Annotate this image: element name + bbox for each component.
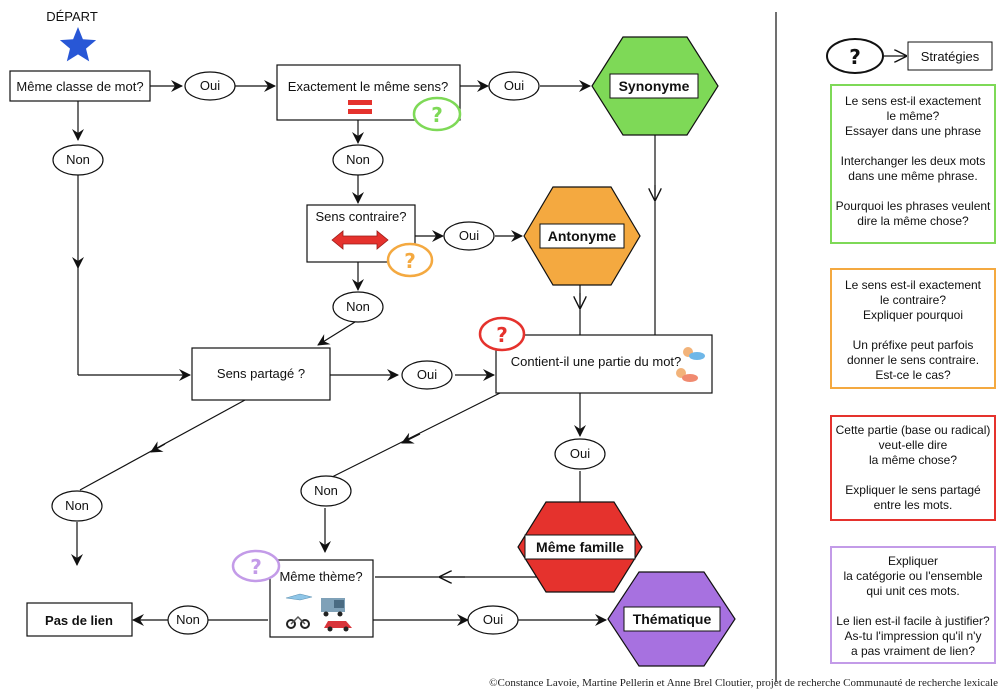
answer-yes-3-label: Oui [459,228,479,243]
result-synonym: Synonyme [591,36,719,136]
start-label: DÉPART [46,9,98,24]
node-shared-label: Sens partagé ? [217,366,305,381]
answer-yes-5: Oui [554,438,606,470]
strategy-panel-green: Le sens est-il exactement le même? Essay… [830,84,996,244]
answer-yes-6: Oui [467,605,519,635]
answer-no-2-label: Non [346,152,370,167]
strategy-orange-1: Le sens est-il exactement le contraire? … [844,278,982,322]
vehicles-icon [285,593,352,632]
strategy-green-1: Le sens est-il exactement le même? Essay… [844,94,982,138]
result-antonym: Antonyme [523,186,641,286]
node-no-link-label: Pas de lien [45,613,113,628]
strategy-panel-orange: Le sens est-il exactement le contraire? … [830,268,996,389]
answer-yes-1-label: Oui [200,78,220,93]
node-same-meaning-label: Exactement le même sens? [288,79,448,94]
result-antonym-label: Antonyme [548,228,617,244]
result-thematic: Thématique [607,571,736,667]
strategy-red-1: Cette partie (base ou radical) veut-elle… [835,423,991,467]
question-icon-orange: ? [386,242,434,278]
answer-yes-5-label: Oui [570,446,590,461]
legend-question-glyph: ? [849,45,861,69]
babies-icon [676,347,705,382]
answer-yes-3: Oui [443,221,495,251]
answer-no-6: Non [167,605,209,635]
equals-icon [348,100,372,114]
question-icon-orange-glyph: ? [404,249,416,273]
answer-no-1-label: Non [66,152,90,167]
strategy-purple-1: Expliquer la catégorie ou l'ensemble qui… [843,554,983,598]
answer-no-2: Non [332,144,384,176]
strategy-panel-purple: Expliquer la catégorie ou l'ensemble qui… [830,546,996,664]
node-contains-part-label: Contient-il une partie du mot? [511,354,682,369]
result-same-family: Même famille [517,501,643,593]
node-same-class-label: Même classe de mot? [16,79,143,94]
double-arrow-icon [331,230,389,250]
answer-no-4-label: Non [314,483,338,498]
answer-no-5: Non [51,490,103,522]
answer-no-3-label: Non [346,299,370,314]
answer-yes-1: Oui [184,71,236,101]
node-same-class: Même classe de mot? [9,70,151,102]
result-same-family-label: Même famille [536,539,624,555]
answer-no-5-label: Non [65,498,89,513]
strategy-green-2: Interchanger les deux mots dans une même… [840,154,986,183]
node-contains-part: Contient-il une partie du mot? [495,334,713,394]
question-icon-purple-glyph: ? [250,555,262,579]
node-shared: Sens partagé ? [191,347,331,401]
question-icon-green: ? [412,96,462,132]
strategy-red-2: Expliquer le sens partagé entre les mots… [845,483,981,512]
strategy-purple-2: Le lien est-il facile à justifier? As-tu… [836,614,990,658]
answer-yes-2: Oui [488,71,540,101]
answer-yes-4-label: Oui [417,367,437,382]
question-icon-red: ? [478,316,526,352]
strategy-orange-2: Un préfixe peut parfois donner le sens c… [846,338,980,382]
node-no-link: Pas de lien [26,602,133,637]
answer-no-6-label: Non [176,612,200,627]
answer-no-3: Non [332,291,384,323]
legend: ? Stratégies [826,38,993,74]
legend-strategies-label: Stratégies [921,49,980,64]
star-icon [59,27,97,62]
question-icon-purple: ? [231,549,281,583]
result-thematic-label: Thématique [633,611,712,627]
answer-no-4: Non [300,475,352,507]
strategy-panel-red: Cette partie (base ou radical) veut-elle… [830,415,996,521]
question-icon-red-glyph: ? [496,323,508,347]
answer-yes-4: Oui [401,360,453,390]
question-icon-green-glyph: ? [431,103,443,127]
answer-yes-2-label: Oui [504,78,524,93]
strategy-green-3: Pourquoi les phrases veulent dire la mêm… [835,199,991,228]
answer-no-1: Non [52,144,104,176]
node-opposite-label: Sens contraire? [315,209,406,224]
node-same-theme-label: Même thème? [279,569,362,584]
node-same-theme: Même thème? [269,559,374,638]
answer-yes-6-label: Oui [483,612,503,627]
result-synonym-label: Synonyme [619,78,690,94]
copyright: ©Constance Lavoie, Martine Pellerin et A… [489,677,998,689]
